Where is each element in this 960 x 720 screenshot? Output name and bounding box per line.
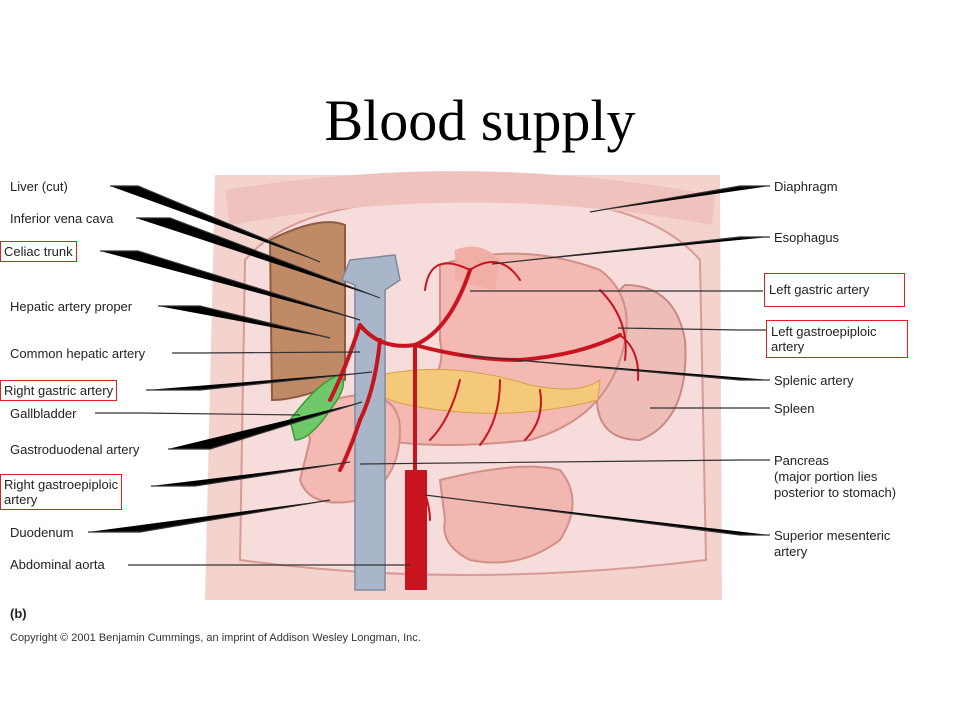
label-duodenum: Duodenum — [10, 525, 74, 540]
label-spleen: Spleen — [774, 401, 815, 416]
label-gallbladder: Gallbladder — [10, 406, 77, 421]
liver — [268, 221, 346, 402]
label-splenic-artery: Splenic artery — [774, 373, 854, 388]
pancreas — [379, 368, 601, 414]
copyright-text: Copyright © 2001 Benjamin Cummings, an i… — [10, 632, 421, 644]
label-inferior-vena-cava: Inferior vena cava — [10, 211, 114, 226]
panel-label: (b) — [10, 606, 27, 621]
label-hepatic-artery-proper: Hepatic artery proper — [10, 299, 133, 314]
label-diaphragm: Diaphragm — [774, 179, 838, 194]
label-abdominal-aorta: Abdominal aorta — [10, 557, 105, 572]
label-celiac-trunk: Celiac trunk — [0, 241, 77, 262]
gallbladder — [289, 374, 345, 441]
label-gastroduodenal-artery: Gastroduodenal artery — [10, 442, 140, 457]
label-superior-mesenteric-artery: Superior mesenteric artery — [774, 528, 891, 559]
label-right-gastroepiploic-artery: Right gastroepiploic artery — [0, 474, 123, 510]
abdominal-aorta — [405, 470, 427, 590]
small-intestine — [438, 465, 574, 564]
label-pancreas: Pancreas (major portion lies posterior t… — [774, 453, 897, 500]
leader-lines — [88, 185, 770, 566]
label-left-gastric-artery: Left gastric artery — [764, 273, 905, 307]
label-common-hepatic-artery: Common hepatic artery — [10, 346, 146, 361]
label-liver: Liver (cut) — [10, 179, 68, 194]
label-right-gastric-artery: Right gastric artery — [0, 380, 118, 401]
slide-title: Blood supply — [324, 88, 636, 153]
label-left-gastroepiploic-artery: Left gastroepiploic artery — [766, 320, 908, 358]
label-esophagus: Esophagus — [774, 230, 840, 245]
diaphragm — [225, 171, 715, 225]
